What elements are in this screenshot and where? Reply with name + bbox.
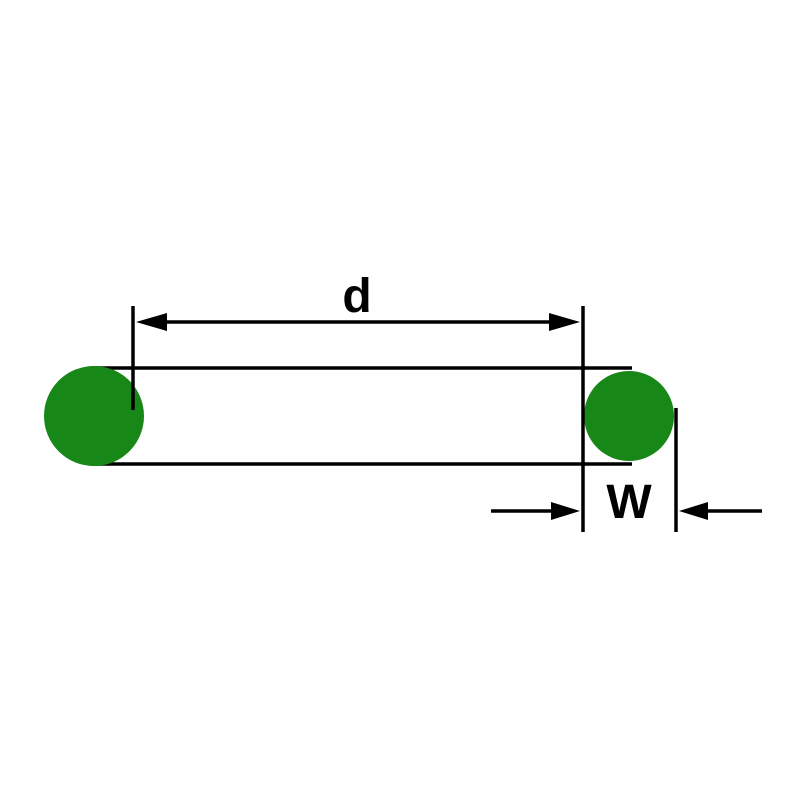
dimension-d-arrowhead-left xyxy=(136,313,167,331)
o-ring-cross-section-right xyxy=(584,371,674,461)
dimension-w-arrowhead-right xyxy=(679,502,708,520)
dimension-d-arrowhead-right xyxy=(549,313,580,331)
dimension-w-label: W xyxy=(606,476,652,529)
o-ring-cross-section-left xyxy=(44,366,144,466)
dimension-d-label: d xyxy=(342,270,371,323)
dimension-w-arrowhead-left xyxy=(551,502,580,520)
